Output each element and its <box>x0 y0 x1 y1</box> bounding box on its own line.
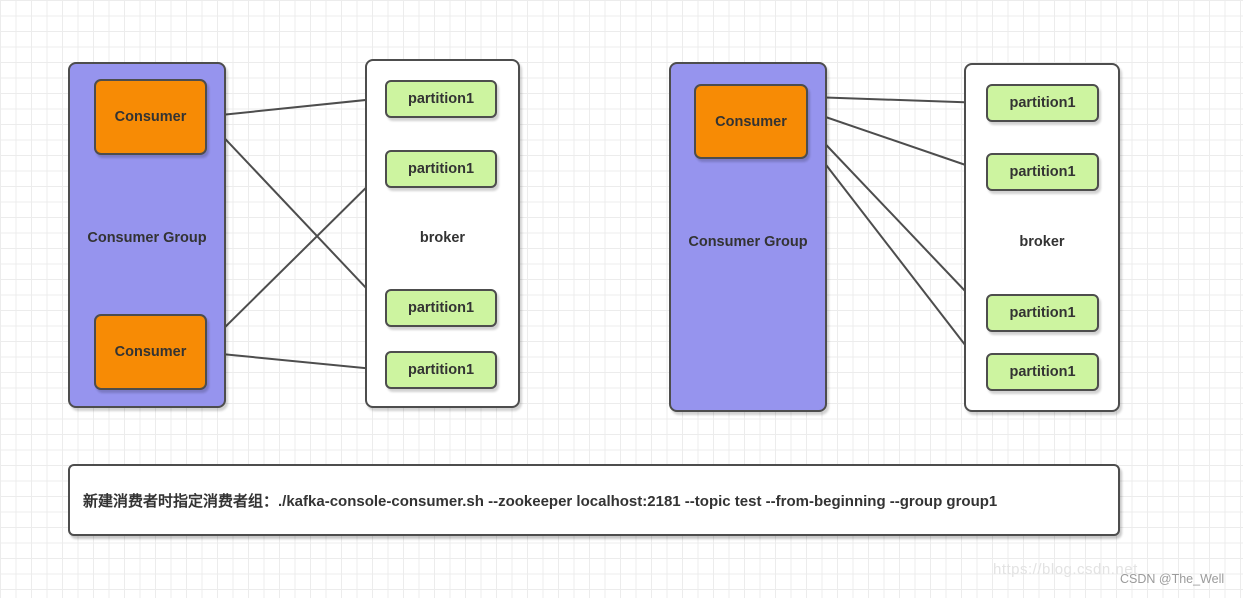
broker-box-left: broker <box>365 59 520 408</box>
partition-label: partition1 <box>1009 305 1076 321</box>
consumer-label: Consumer <box>114 109 187 125</box>
partition-box-left-2: partition1 <box>385 150 497 188</box>
partition-box-left-4: partition1 <box>385 351 497 389</box>
consumer-group-label: Consumer Group <box>688 234 808 250</box>
arrow-left-partition2-to-consumer2 <box>213 168 386 339</box>
consumer-box-left-1: Consumer <box>94 79 207 155</box>
partition-label: partition1 <box>1009 364 1076 380</box>
partition-box-left-3: partition1 <box>385 289 497 327</box>
partition-box-right-3: partition1 <box>986 294 1099 332</box>
arrow-right-partition2-to-consumer1 <box>810 111 987 173</box>
consumer-box-right-1: Consumer <box>694 84 808 159</box>
arrow-right-partition1-to-consumer1 <box>810 92 987 104</box>
watermark-author: CSDN @The_Well <box>1120 572 1225 586</box>
arrow-left-partition4-to-consumer2 <box>210 349 386 371</box>
consumer-label: Consumer <box>114 344 187 360</box>
consumer-label: Consumer <box>715 113 787 130</box>
consumer-group-label: Consumer Group <box>87 230 207 246</box>
command-note-text: 新建消费者时指定消费者组：./kafka-console-consumer.sh… <box>83 492 998 510</box>
broker-label: broker <box>419 230 466 246</box>
watermark-url: https://blog.csdn.net <box>993 561 1138 578</box>
consumer-box-left-2: Consumer <box>94 314 207 390</box>
broker-label: broker <box>1019 234 1065 250</box>
arrow-left-partition1-to-consumer1 <box>210 97 386 120</box>
partition-label: partition1 <box>1009 95 1076 111</box>
partition-label: partition1 <box>1009 164 1076 180</box>
partition-box-right-4: partition1 <box>986 353 1099 391</box>
partition-label: partition1 <box>407 362 475 378</box>
partition-box-right-1: partition1 <box>986 84 1099 122</box>
partition-box-right-2: partition1 <box>986 153 1099 191</box>
command-note-box: 新建消费者时指定消费者组：./kafka-console-consumer.sh… <box>68 464 1120 536</box>
arrow-right-partition4-to-consumer1 <box>812 147 987 373</box>
arrow-right-partition3-to-consumer1 <box>811 129 987 314</box>
partition-label: partition1 <box>407 91 475 107</box>
partition-label: partition1 <box>407 161 475 177</box>
partition-label: partition1 <box>407 300 475 316</box>
partition-box-left-1: partition1 <box>385 80 497 118</box>
arrow-left-partition3-to-consumer1 <box>212 125 386 309</box>
